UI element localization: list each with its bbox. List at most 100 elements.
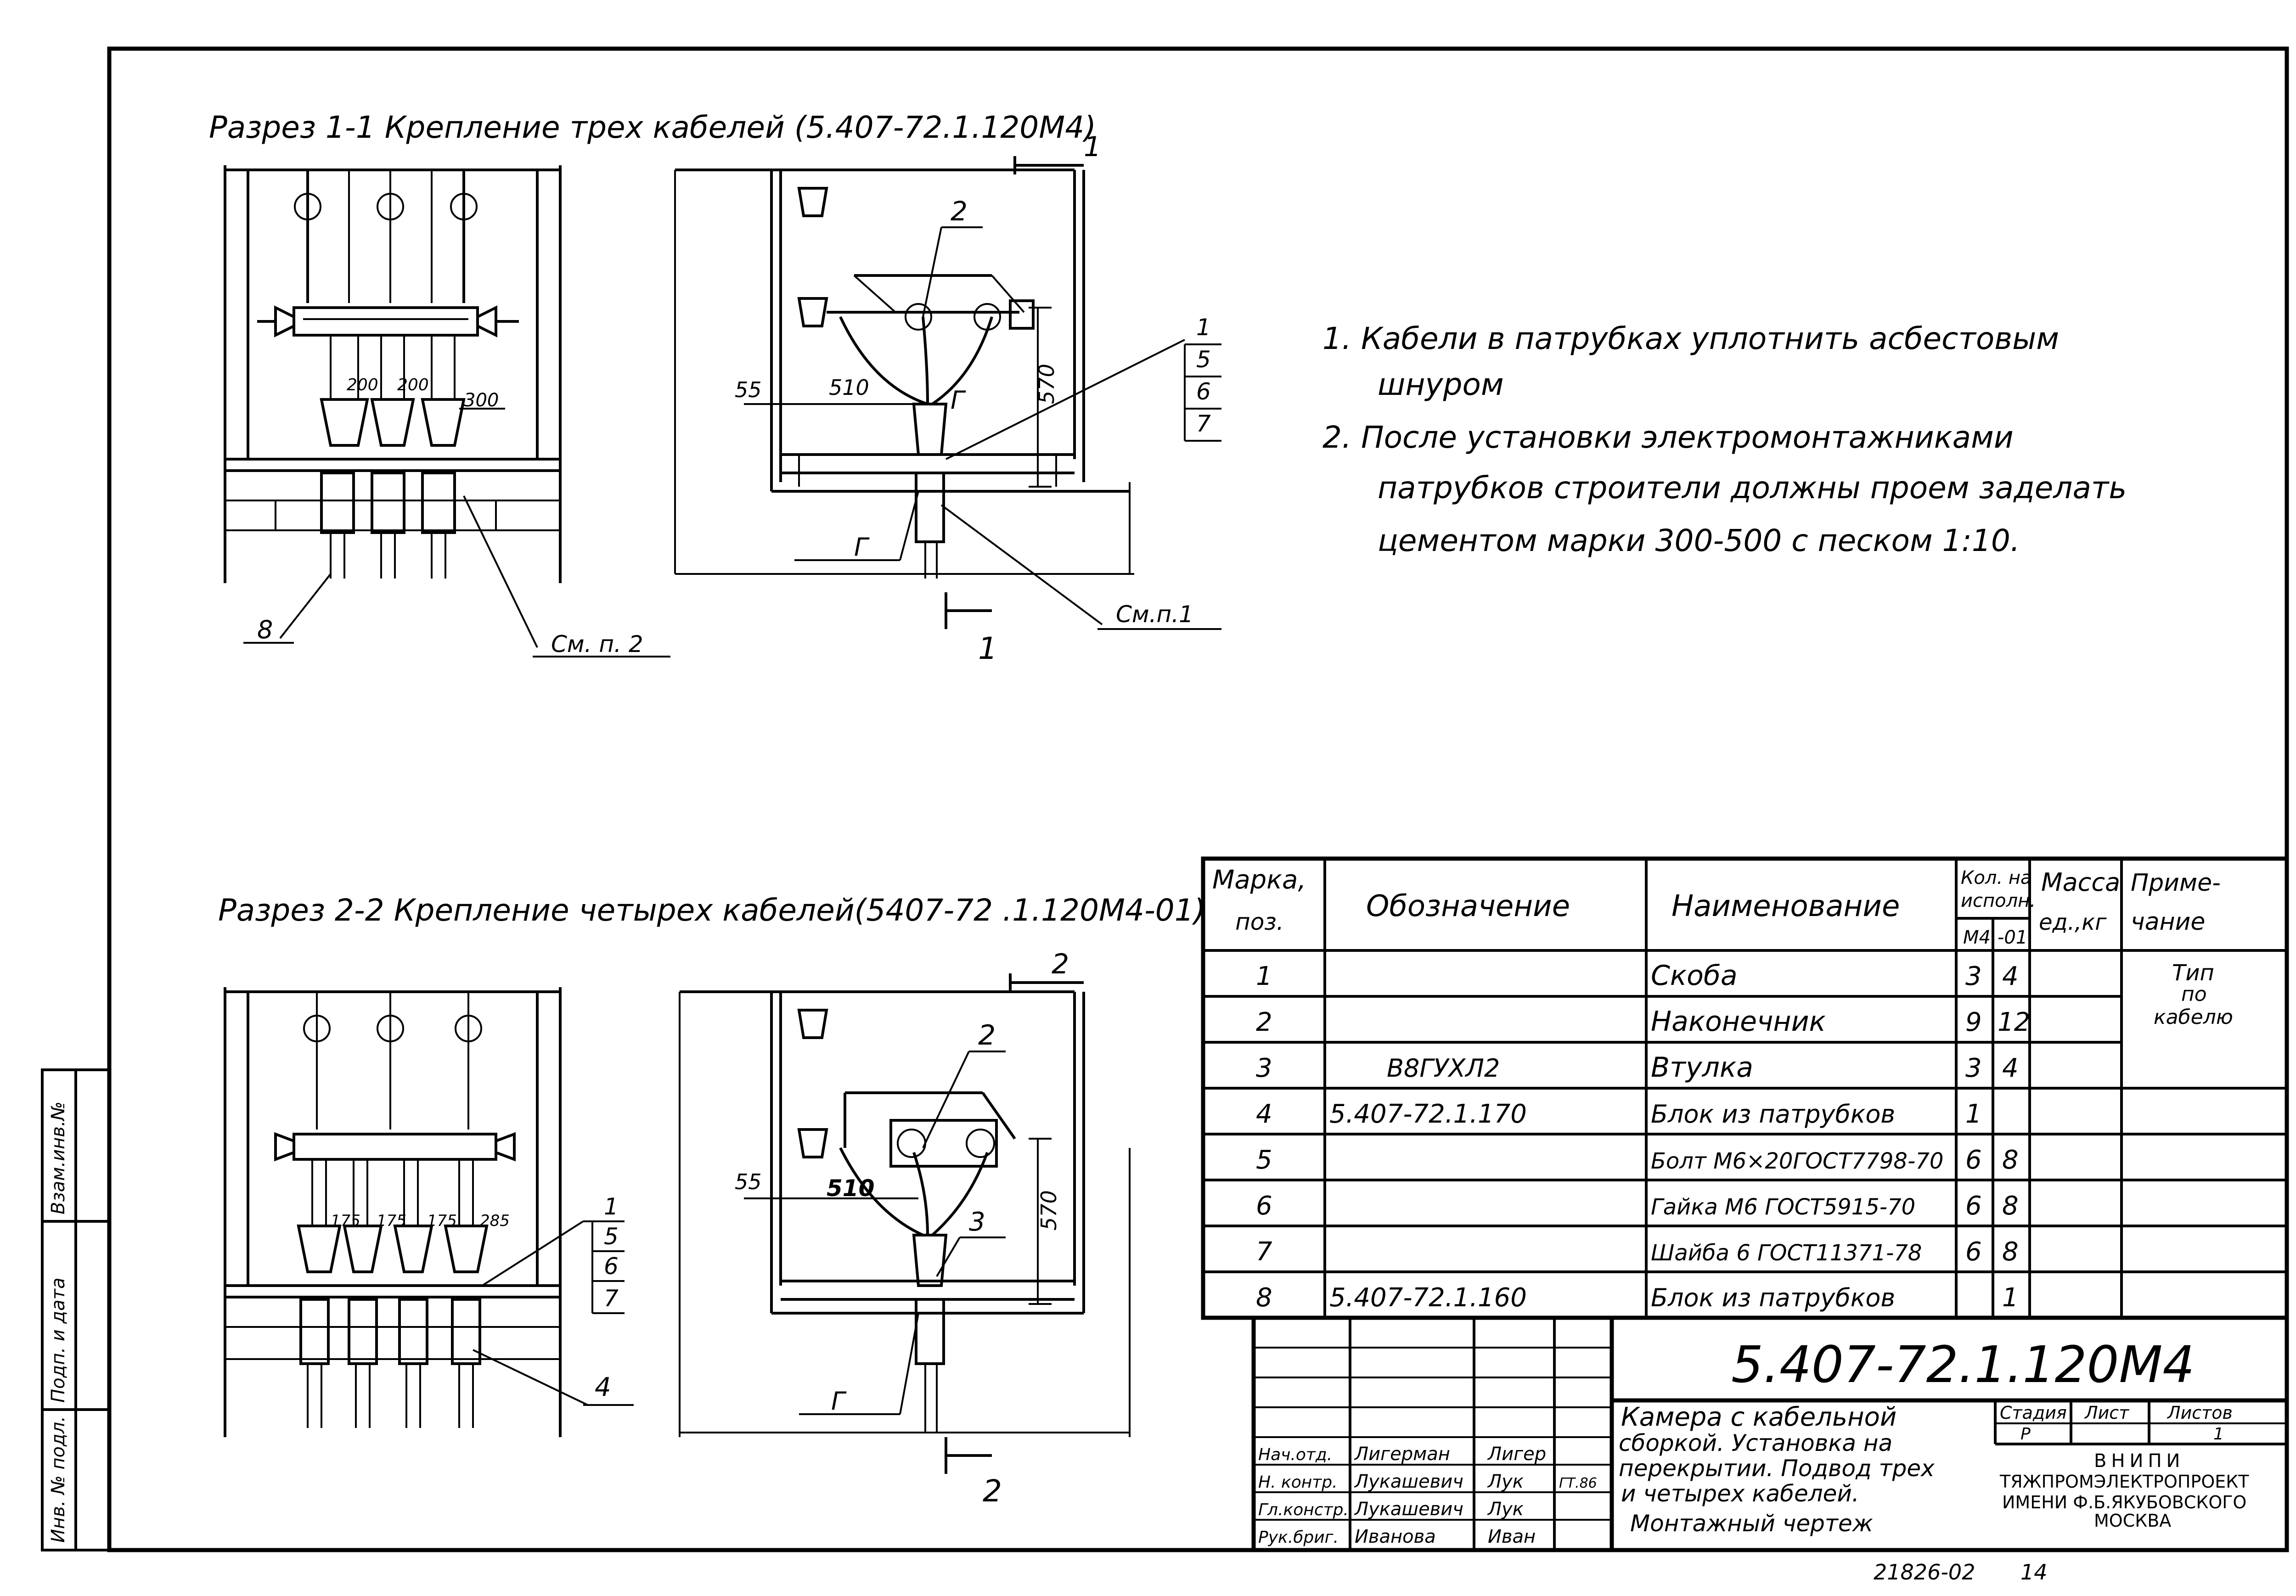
row3-q2: 4 bbox=[2002, 1053, 2019, 1083]
title-block: 5.407-72.1.120М4 Камера с кабельной сбор… bbox=[1251, 1315, 2289, 1552]
section-1-left-view: 200 200 300 8 См. п. 2 bbox=[224, 165, 670, 658]
hdr-designation: Обозначение bbox=[1366, 889, 1570, 923]
stage-value: Р bbox=[2020, 1425, 2031, 1444]
row4-des: 5.407-72.1.170 bbox=[1329, 1099, 1527, 1129]
row1-q1: 3 bbox=[1965, 961, 1982, 991]
row1-q2: 4 bbox=[2002, 961, 2019, 991]
note-merged-1: Тип bbox=[2172, 960, 2214, 986]
sign-2: Лук bbox=[1487, 1471, 1524, 1492]
hdr-mass-1: Масса bbox=[2041, 868, 2120, 897]
bottom-page: 14 bbox=[2020, 1560, 2048, 1585]
row1-pos: 1 bbox=[1256, 961, 1272, 991]
s2-stack-1: 1 bbox=[604, 1193, 619, 1220]
s1-leader-8: 8 bbox=[257, 615, 273, 644]
section-2-left-view: 175 175 175 285 1 5 6 7 4 bbox=[224, 987, 634, 1437]
table-row: 8 5.407-72.1.160 Блок из патрубков 1 bbox=[1256, 1283, 2019, 1313]
name-2: Лукашевич bbox=[1354, 1471, 1463, 1492]
row6-q2: 8 bbox=[2002, 1191, 2019, 1221]
hdr-note-2: чание bbox=[2131, 908, 2205, 936]
row7-name: Шайба 6 ГОСТ11371-78 bbox=[1651, 1240, 1922, 1266]
s1-sm-p1: См.п.1 bbox=[1116, 601, 1193, 628]
s2-dim-175a: 175 bbox=[331, 1212, 360, 1230]
hdr-qty-01: -01 bbox=[1998, 927, 2027, 948]
side-stamp-2: Подп. и дата bbox=[48, 1278, 69, 1403]
s2-stack-5: 5 bbox=[604, 1223, 619, 1250]
row5-q1: 6 bbox=[1965, 1145, 1982, 1175]
s2-dim-55: 55 bbox=[735, 1169, 762, 1194]
s1-dim-300: 300 bbox=[464, 390, 499, 411]
hdr-mass-2: ед.,кг bbox=[2039, 910, 2107, 935]
hdr-mark-1: Марка, bbox=[1212, 865, 1306, 895]
s2-pos2: 2 bbox=[978, 1019, 996, 1051]
row4-q1: 1 bbox=[1965, 1099, 1982, 1129]
s1-dim-200a: 200 bbox=[347, 376, 378, 394]
table-row: 4 5.407-72.1.170 Блок из патрубков 1 bbox=[1256, 1099, 1982, 1129]
s2-cut-top: 2 bbox=[1052, 948, 1069, 980]
table-row: 3 В8ГУХЛ2 Втулка 3 4 bbox=[1256, 1051, 2019, 1084]
s2-dim-570: 570 bbox=[1036, 1190, 1061, 1231]
section-1-right-view: 570 55 510 2 Г Г 1 1 См.п.1 1 5 6 7 bbox=[674, 131, 1221, 666]
bottom-code: 21826-02 bbox=[1874, 1560, 1975, 1585]
side-stamp-1: Взам.инв.№ bbox=[48, 1101, 69, 1214]
s2-pos3: 3 bbox=[969, 1207, 985, 1237]
section-2-right-view: 570 55 510 2 3 Г 2 2 bbox=[679, 948, 1131, 1509]
table-row: 7 Шайба 6 ГОСТ11371-78 6 8 bbox=[1256, 1237, 2019, 1267]
stage-label: Стадия bbox=[2000, 1403, 2067, 1423]
row6-name: Гайка М6 ГОСТ5915-70 bbox=[1651, 1194, 1915, 1220]
row5-pos: 5 bbox=[1256, 1145, 1272, 1175]
section-1-title: Разрез 1-1 Крепление трех кабелей (5.407… bbox=[209, 110, 1096, 145]
s1-g-bottom: Г bbox=[854, 533, 870, 562]
s2-cut-bottom: 2 bbox=[983, 1473, 1002, 1509]
s2-stack-6: 6 bbox=[604, 1253, 619, 1280]
table-row: 1 Скоба 3 4 bbox=[1256, 960, 2019, 992]
org-4: МОСКВА bbox=[2094, 1511, 2171, 1531]
s1-cut-bottom: 1 bbox=[978, 631, 997, 666]
sheet-label: Лист bbox=[2084, 1403, 2130, 1423]
drawing-code: 5.407-72.1.120М4 bbox=[1731, 1335, 2195, 1394]
name-3: Лукашевич bbox=[1354, 1499, 1463, 1520]
s1-stack-5: 5 bbox=[1196, 346, 1211, 373]
s1-leader-sm2: См. п. 2 bbox=[551, 631, 643, 658]
row2-q2: 12 bbox=[1998, 1007, 2030, 1037]
desc-2: сборкой. Установка на bbox=[1619, 1430, 1892, 1456]
hdr-mark-2: поз. bbox=[1235, 909, 1284, 935]
row5-name: Болт М6×20ГОСТ7798-70 bbox=[1651, 1148, 1943, 1174]
section-2-title: Разрез 2-2 Крепление четырех кабелей(540… bbox=[218, 893, 1206, 928]
hdr-qty-2: исполн. bbox=[1961, 890, 2036, 911]
note-2c: цементом марки 300-500 с песком 1:10. bbox=[1378, 523, 2020, 558]
row8-pos: 8 bbox=[1256, 1283, 1272, 1313]
hdr-name: Наименование bbox=[1671, 889, 1900, 923]
row3-q1: 3 bbox=[1965, 1053, 1982, 1083]
row5-q2: 8 bbox=[2002, 1145, 2019, 1175]
s1-stack-1: 1 bbox=[1196, 314, 1211, 341]
s2-dim-510: 510 bbox=[827, 1175, 874, 1202]
sign-4: Иван bbox=[1488, 1526, 1536, 1547]
note-merged-2: по bbox=[2181, 983, 2207, 1006]
desc-5: Монтажный чертеж bbox=[1630, 1510, 1873, 1537]
s1-stack-7: 7 bbox=[1196, 410, 1211, 437]
row3-pos: 3 bbox=[1256, 1053, 1272, 1083]
s2-stack-7: 7 bbox=[604, 1285, 619, 1312]
org-1: ВНИПИ bbox=[2094, 1450, 2184, 1472]
row2-name: Наконечник bbox=[1651, 1006, 1826, 1038]
s1-cut-top: 1 bbox=[1084, 131, 1101, 163]
notes: 1. Кабели в патрубках уплотнить асбестов… bbox=[1322, 321, 2127, 558]
name-1: Лигерман bbox=[1354, 1444, 1450, 1465]
s2-dim-175b: 175 bbox=[377, 1212, 406, 1230]
s1-dim-200b: 200 bbox=[397, 376, 429, 394]
note-1b: шнуром bbox=[1378, 367, 1504, 402]
row8-q2: 1 bbox=[2002, 1283, 2019, 1313]
s1-dim-570: 570 bbox=[1034, 364, 1059, 404]
name-4: Иванова bbox=[1355, 1526, 1436, 1547]
s2-g: Г bbox=[831, 1387, 847, 1416]
role-1: Нач.отд. bbox=[1258, 1445, 1332, 1464]
row3-des: В8ГУХЛ2 bbox=[1387, 1054, 1500, 1083]
row4-name: Блок из патрубков bbox=[1651, 1100, 1895, 1129]
s1-g-top: Г bbox=[951, 386, 966, 415]
note-merged-3: кабелю bbox=[2154, 1006, 2233, 1029]
row2-pos: 2 bbox=[1256, 1007, 1272, 1037]
desc-4: и четырех кабелей. bbox=[1621, 1480, 1859, 1507]
row6-q1: 6 bbox=[1965, 1191, 1982, 1221]
side-stamp: Взам.инв.№ Подп. и дата Инв. № подл. bbox=[41, 1068, 111, 1551]
row2-q1: 9 bbox=[1965, 1007, 1982, 1037]
